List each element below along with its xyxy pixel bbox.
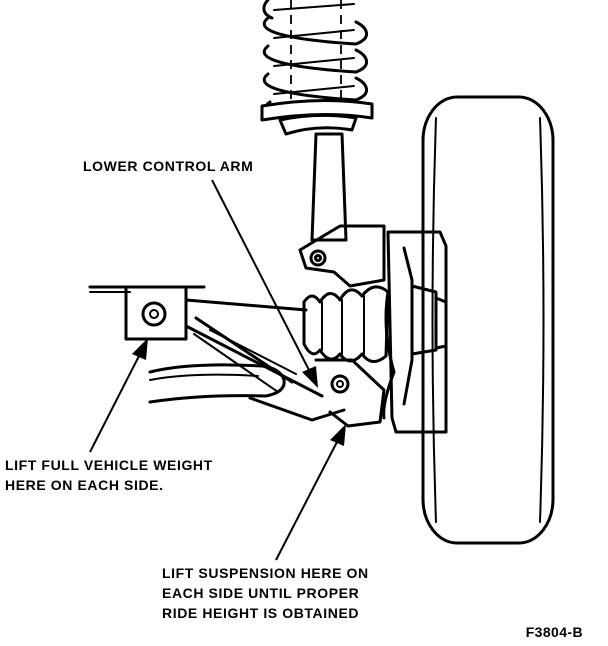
label-lift-suspension-line3: RIDE HEIGHT IS OBTAINED — [162, 605, 359, 621]
cv-boot — [302, 285, 390, 363]
leader-lift-suspension — [275, 424, 346, 561]
leader-lift-full-weight — [89, 338, 148, 453]
figure-code: F3804-B — [526, 624, 583, 640]
stabilizer-bar — [148, 363, 286, 404]
leader-lower-control-arm — [211, 179, 318, 388]
spring-seat — [260, 98, 374, 136]
strut-body — [298, 132, 386, 288]
label-lift-full-weight-line2: HERE ON EACH SIDE. — [5, 477, 164, 493]
frame-bracket — [88, 285, 206, 341]
label-lift-suspension-line2: EACH SIDE UNTIL PROPER — [162, 585, 359, 601]
steering-knuckle — [382, 230, 448, 434]
label-lift-suspension-line1: LIFT SUSPENSION HERE ON — [162, 565, 369, 581]
label-lower-control-arm: LOWER CONTROL ARM — [83, 158, 253, 174]
label-lift-full-weight-line1: LIFT FULL VEHICLE WEIGHT — [5, 457, 213, 473]
tire — [421, 95, 555, 545]
lower-control-arm — [184, 298, 386, 428]
